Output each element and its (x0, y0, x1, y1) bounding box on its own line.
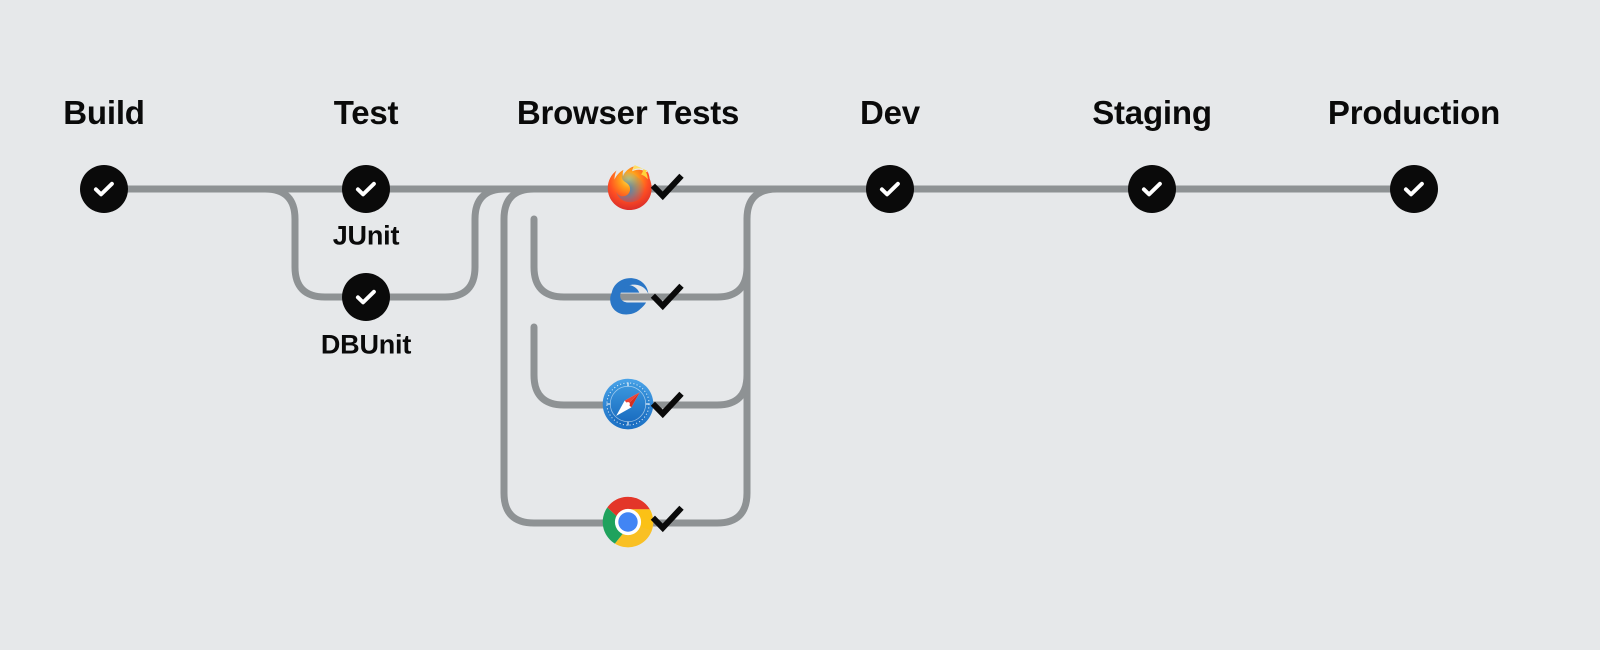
check-icon-chrome (650, 502, 684, 536)
job-label-junit: JUnit (332, 220, 400, 251)
check-icon (355, 181, 376, 197)
firefox-icon[interactable] (601, 159, 655, 213)
chrome-icon[interactable] (601, 495, 655, 549)
edge-icon[interactable] (601, 268, 655, 322)
stage-label-staging: Staging (1092, 94, 1212, 131)
track-browser-row-edge-right (624, 215, 751, 301)
status-node-dbunit[interactable] (342, 273, 390, 321)
check-icon (355, 289, 376, 305)
stage-label-build: Build (63, 94, 145, 131)
track-browser-left-spine (500, 185, 632, 527)
check-icon (879, 181, 900, 197)
track-browser-row-safari-left (530, 323, 632, 409)
stage-label-browser-tests: Browser Tests (516, 94, 740, 131)
track-browser-row-safari-right (624, 323, 751, 409)
check-icon (1403, 181, 1424, 197)
status-node-production[interactable] (1390, 165, 1438, 213)
check-icon (1141, 181, 1162, 197)
status-node-build[interactable] (80, 165, 128, 213)
stage-label-dev: Dev (860, 94, 920, 131)
status-node-junit[interactable] (342, 165, 390, 213)
check-icon (93, 181, 114, 197)
check-icon-edge (650, 280, 684, 314)
track-browser-right-spine (624, 185, 781, 527)
check-icon-firefox (650, 170, 684, 204)
stage-label-test: Test (333, 94, 399, 131)
check-icon-safari (650, 388, 684, 422)
job-label-dbunit: DBUnit (320, 329, 412, 360)
status-node-dev[interactable] (866, 165, 914, 213)
track-browser-row-edge-left (530, 215, 632, 301)
stage-label-production: Production (1327, 94, 1501, 131)
safari-icon[interactable] (601, 377, 655, 431)
status-node-staging[interactable] (1128, 165, 1176, 213)
